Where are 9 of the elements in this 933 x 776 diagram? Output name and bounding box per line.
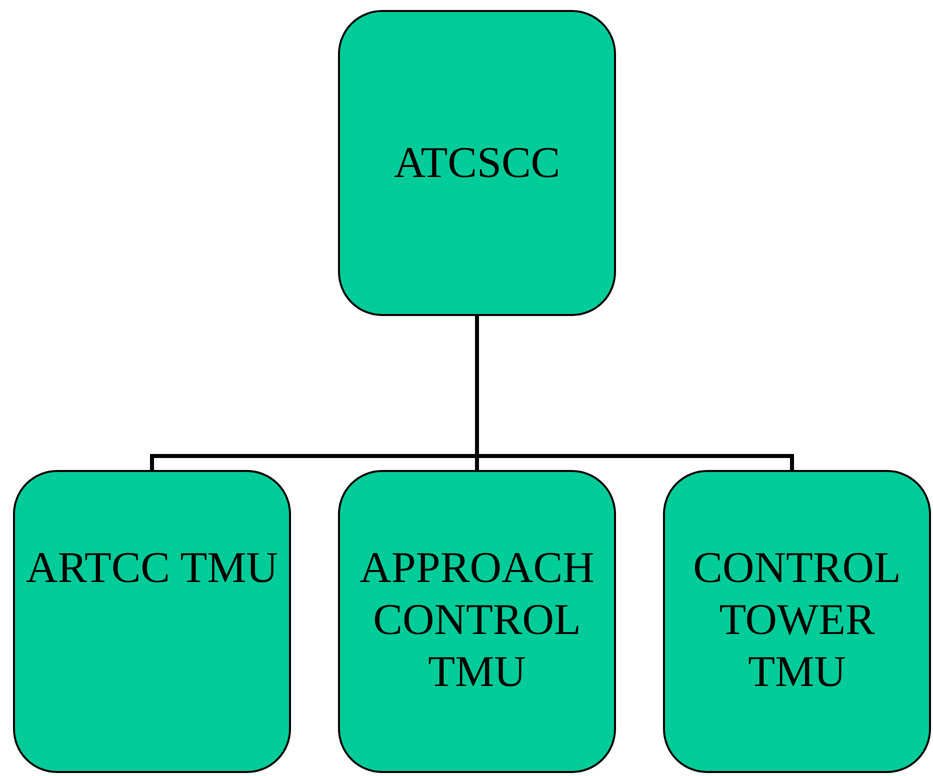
connector-line — [475, 316, 794, 470]
org-box — [663, 470, 931, 773]
box-label: APPROACH CONTROL TMU — [358, 542, 596, 698]
org-box — [338, 470, 616, 773]
box-label: ARTCC TMU — [24, 542, 280, 594]
box-label: ATCSCC — [392, 137, 562, 189]
org-box — [338, 10, 616, 316]
box-label: CONTROL TOWER TMU — [692, 542, 902, 698]
org-box — [13, 470, 291, 773]
